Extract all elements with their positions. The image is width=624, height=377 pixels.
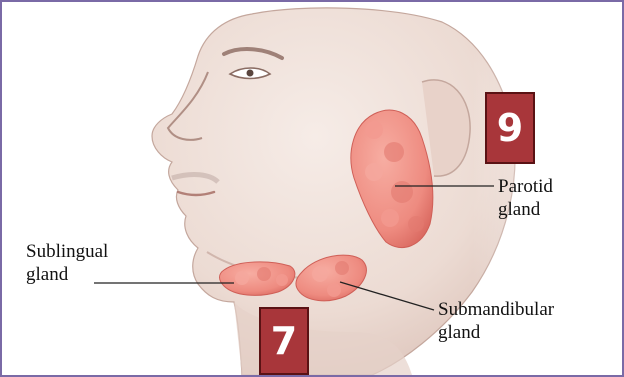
submandibular-label-line1: Submandibular — [438, 298, 554, 321]
parotid-gland-label: Parotid gland — [498, 175, 553, 221]
sublingual-label-line2: gland — [26, 263, 108, 286]
sublingual-label-line1: Sublingual — [26, 240, 108, 263]
parotid-label-line2: gland — [498, 198, 553, 221]
submandibular-label-line2: gland — [438, 321, 554, 344]
parotid-label-line1: Parotid — [498, 175, 553, 198]
submandibular-number-badge: 7 — [259, 307, 309, 375]
sublingual-gland-label: Sublingual gland — [26, 240, 108, 286]
parotid-number-badge: 9 — [485, 92, 535, 164]
submandibular-gland-label: Submandibular gland — [438, 298, 554, 344]
